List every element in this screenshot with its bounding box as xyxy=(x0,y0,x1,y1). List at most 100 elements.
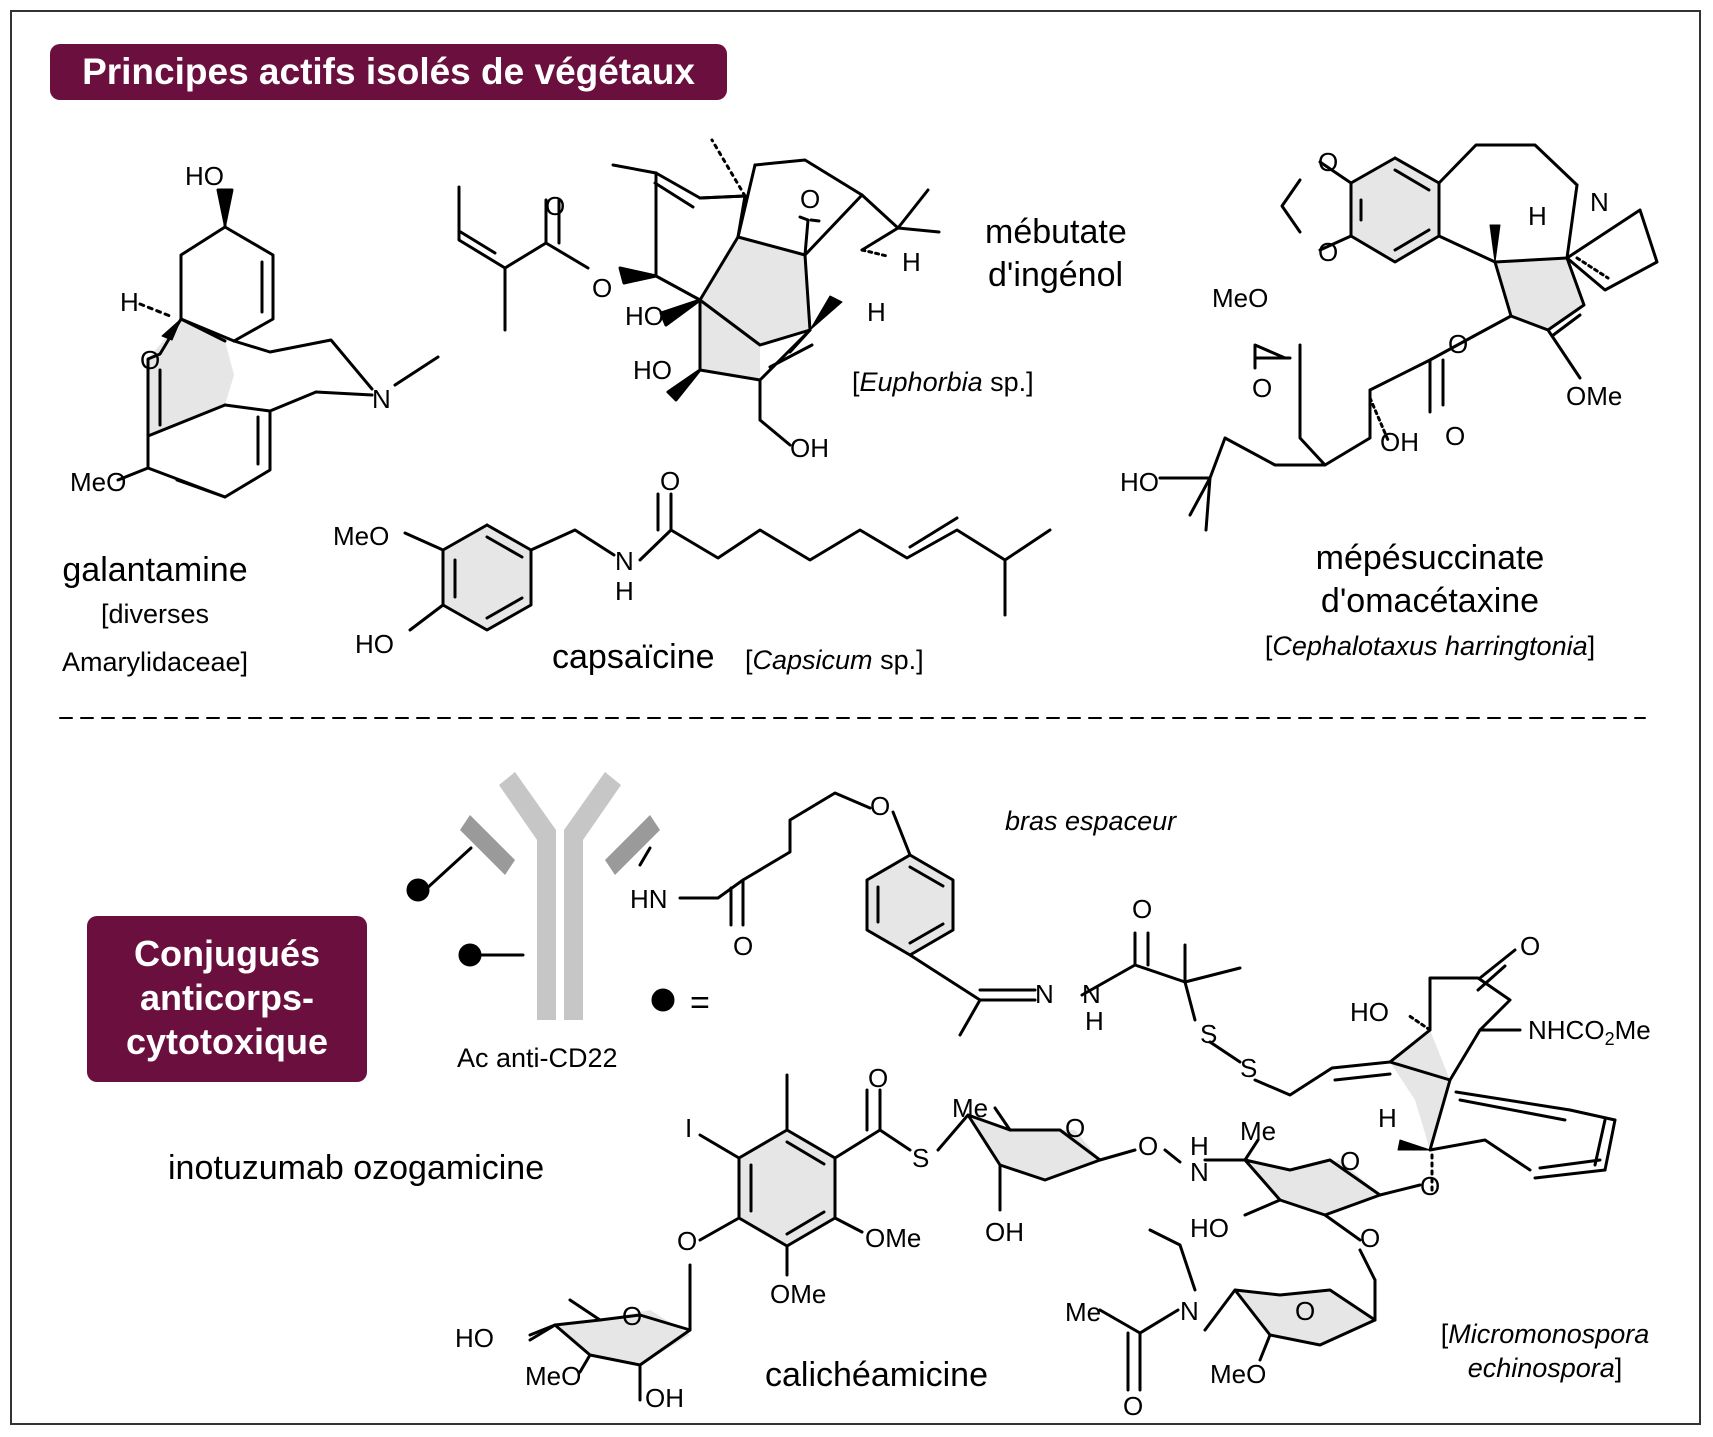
adc-title-line2: anticorps- xyxy=(139,977,315,1018)
atom-oh: OH xyxy=(985,1217,1024,1247)
atom-h: H xyxy=(1085,1006,1104,1036)
atom-h: H xyxy=(1190,1131,1209,1161)
capsaicin-name: capsaïcine xyxy=(552,638,715,676)
atom-meo: MeO xyxy=(1210,1359,1267,1389)
atom-o: O xyxy=(677,1226,698,1256)
atom-o: O xyxy=(140,345,161,375)
atom-ho: HO xyxy=(455,1323,494,1353)
atom-o: O xyxy=(660,466,681,496)
atom-o: O xyxy=(1138,1131,1159,1161)
atom-o: O xyxy=(1520,931,1541,961)
atom-meo: MeO xyxy=(70,467,127,497)
atom-o: O xyxy=(1318,237,1339,267)
atom-o: O xyxy=(868,1063,889,1093)
omacetaxine-name-1: mépésuccinate xyxy=(1315,539,1545,577)
atom-o: O xyxy=(1340,1146,1361,1176)
atom-ho: HO xyxy=(1120,467,1159,497)
ingenol-source: [Euphorbia sp.] xyxy=(852,367,1034,397)
atom-o: O xyxy=(1132,894,1153,924)
calicheamicin-source-2: echinospora] xyxy=(1467,1353,1623,1383)
atom-n: N xyxy=(1180,1296,1199,1326)
atom-h: H xyxy=(615,576,634,606)
atom-oh: OH xyxy=(645,1383,684,1413)
atom-n: N xyxy=(1190,1157,1209,1187)
atom-o: O xyxy=(800,184,821,214)
adc-title-line3: cytotoxique xyxy=(125,1021,329,1062)
atom-meo: MeO xyxy=(1212,283,1269,313)
calicheamicin-source-species-1: Micromonospora xyxy=(1448,1319,1650,1349)
capsaicin-source-suffix: sp.] xyxy=(880,645,924,675)
linker-structure xyxy=(678,791,1392,1097)
atom-n: N xyxy=(372,384,391,414)
atom-s: S xyxy=(1200,1019,1218,1049)
atom-o: O xyxy=(1360,1223,1381,1253)
calicheamicin-structure xyxy=(528,948,1617,1402)
atom-o: O xyxy=(1318,147,1339,177)
atom-ho: HO xyxy=(625,301,664,331)
antibody-icon xyxy=(406,772,675,1020)
atom-ho: HO xyxy=(1190,1213,1229,1243)
atom-o: O xyxy=(1445,421,1466,451)
atom-o: O xyxy=(1065,1113,1086,1143)
ingenol-name-1: mébutate xyxy=(985,213,1127,251)
equals-sign: = xyxy=(690,984,710,1022)
atom-me: Me xyxy=(1065,1297,1102,1327)
atom-meo: MeO xyxy=(525,1361,582,1391)
atom-o: O xyxy=(1420,1171,1441,1201)
atom-s: S xyxy=(1240,1053,1258,1083)
atom-me: Me xyxy=(952,1093,989,1123)
capsaicin-structure xyxy=(403,492,1052,632)
galantamine-name: galantamine xyxy=(62,551,248,589)
atom-ho: HO xyxy=(1350,997,1389,1027)
atom-oh: OH xyxy=(790,433,829,463)
atom-h: H xyxy=(902,247,921,277)
atom-o: O xyxy=(733,931,754,961)
atom-h: H xyxy=(1378,1103,1397,1133)
atom-n: N xyxy=(1035,979,1054,1009)
ingenol-structure xyxy=(457,138,941,447)
atom-o: O xyxy=(1448,329,1469,359)
omacetaxine-source-species: Cephalotaxus harringtonia xyxy=(1272,631,1588,661)
atom-ome: OMe xyxy=(1566,381,1623,411)
atom-o: O xyxy=(1252,373,1273,403)
ingenol-source-genus: Euphorbia xyxy=(859,367,983,397)
atom-h: H xyxy=(867,297,886,327)
galantamine-structure xyxy=(116,188,440,499)
atom-n: N xyxy=(1082,979,1101,1009)
omacetaxine-name-2: d'omacétaxine xyxy=(1320,582,1540,620)
omacetaxine-structure xyxy=(1158,143,1659,532)
calicheamicin-name: calichéamicine xyxy=(765,1356,988,1394)
calicheamicin-source-species-2: echinospora xyxy=(1467,1353,1615,1383)
atom-ho: HO xyxy=(185,161,224,191)
omacetaxine-source: [Cephalotaxus harringtonia] xyxy=(1264,631,1596,661)
atom-o: O xyxy=(870,791,891,821)
atom-ome: OMe xyxy=(865,1223,922,1253)
atom-h: H xyxy=(120,287,139,317)
atom-o: O xyxy=(545,191,566,221)
spacer-label: bras espaceur xyxy=(1005,806,1177,836)
galantamine-source-1: [diverses xyxy=(100,599,210,629)
atom-o: O xyxy=(1123,1391,1144,1421)
atom-hn: HN xyxy=(630,884,668,914)
antibody-label: Ac anti-CD22 xyxy=(457,1043,618,1073)
adc-drug-name: inotuzumab ozogamicine xyxy=(168,1149,545,1187)
atom-meo: MeO xyxy=(333,521,390,551)
atom-i: I xyxy=(685,1113,693,1143)
atom-s: S xyxy=(912,1143,930,1173)
atom-o: O xyxy=(592,273,613,303)
atom-n: N xyxy=(615,546,634,576)
adc-title-line1: Conjugués xyxy=(134,933,320,974)
ingenol-name-2: d'ingénol xyxy=(988,256,1124,294)
atom-me: Me xyxy=(1240,1116,1277,1146)
atom-o: O xyxy=(622,1301,643,1331)
calicheamicin-source-1: [Micromonospora xyxy=(1440,1319,1650,1349)
capsaicin-source: [Capsicum sp.] xyxy=(745,645,924,675)
atom-ho: HO xyxy=(633,355,672,385)
section-title-badge: Principes actifs isolés de végétaux xyxy=(50,44,727,100)
atom-h: H xyxy=(1528,201,1547,231)
atom-ho: HO xyxy=(355,629,394,659)
atom-nhco2me: NHCO2Me xyxy=(1528,1015,1651,1050)
adc-title-badge: Conjugués anticorps- cytotoxique xyxy=(87,916,367,1082)
atom-oh: OH xyxy=(1380,427,1419,457)
